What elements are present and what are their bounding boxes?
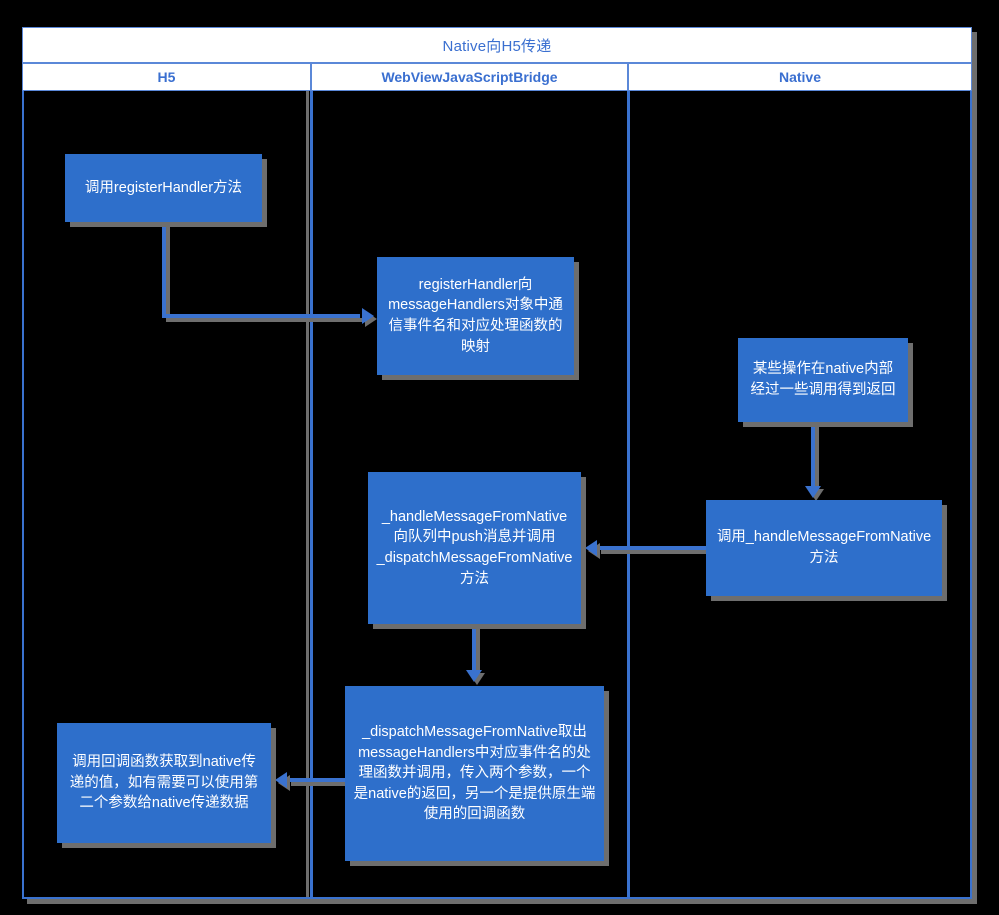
node-dispatch-message-from-native[interactable]: _dispatchMessageFromNative取出messageHandl… (345, 686, 604, 861)
edge-handlefromnative-to-dispatch-arrowhead (466, 670, 482, 682)
edge-handlefromnative-to-dispatch-vertical (472, 624, 476, 672)
lane-header-webviewjavascriptbridge: WebViewJavaScriptBridge (311, 63, 628, 91)
edge-callhandle-to-handlefromnative-horizontal (597, 546, 707, 550)
edge-dispatch-to-callback-horizontal (287, 778, 347, 782)
lane-header-native: Native (628, 63, 972, 91)
node-handle-message-from-native[interactable]: _handleMessageFromNative向队列中push消息并调用_di… (368, 472, 581, 624)
lane-divider-1 (310, 91, 313, 897)
lane-divider-2 (627, 91, 630, 897)
edge-nativeops-to-callhandle-arrowhead (805, 486, 821, 498)
edge-register-to-map-horizontal (162, 314, 360, 318)
diagram-title: Native向H5传递 (22, 27, 972, 63)
edge-nativeops-to-callhandle-vertical (811, 422, 815, 488)
node-call-handle-message-from-native[interactable]: 调用_handleMessageFromNative方法 (706, 500, 942, 596)
node-register-handler[interactable]: 调用registerHandler方法 (65, 154, 262, 222)
edge-callhandle-to-handlefromnative-arrowhead (585, 540, 597, 556)
edge-register-to-map-arrowhead (362, 308, 374, 324)
node-invoke-callback[interactable]: 调用回调函数获取到native传递的值，如有需要可以使用第二个参数给native… (57, 723, 271, 843)
edge-dispatch-to-callback-arrowhead (275, 772, 287, 788)
node-native-internal-operations[interactable]: 某些操作在native内部经过一些调用得到返回 (738, 338, 908, 422)
node-register-handler-mapping[interactable]: registerHandler向messageHandlers对象中通信事件名和… (377, 257, 574, 375)
edge-register-to-map-vertical (162, 222, 166, 318)
lane-header-h5: H5 (22, 63, 311, 91)
